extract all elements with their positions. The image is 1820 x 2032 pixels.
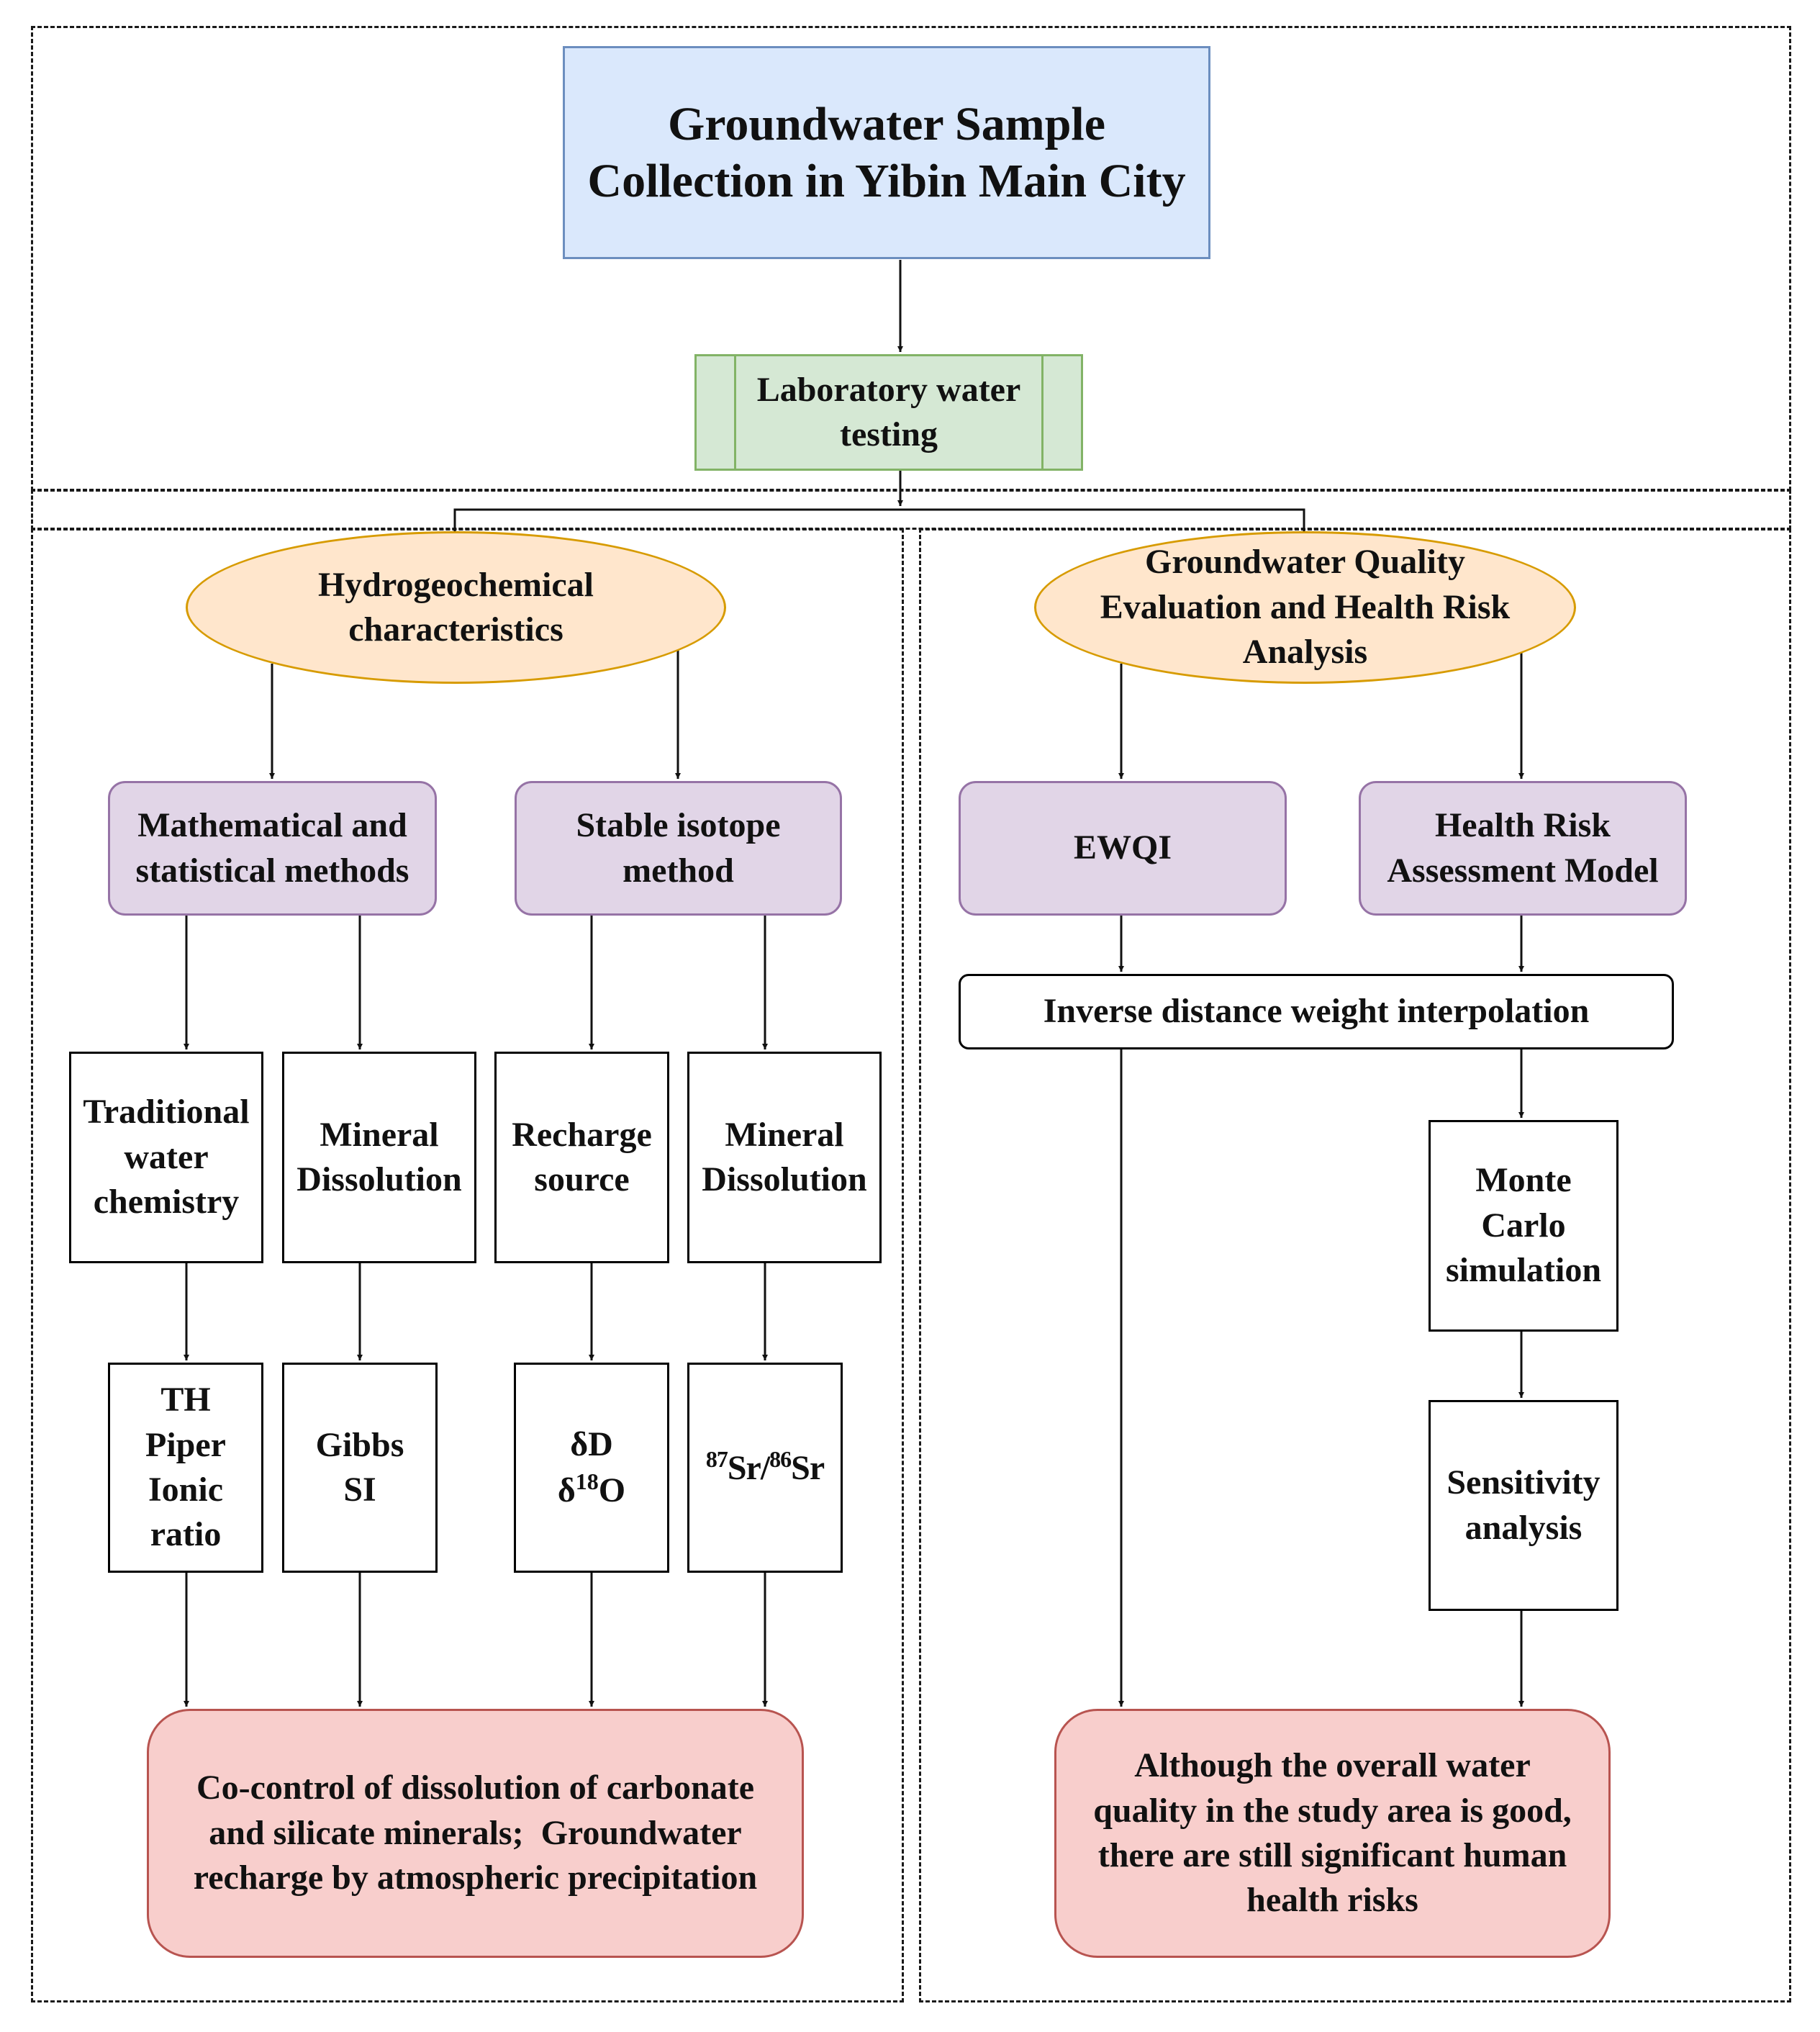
traditional-line-2: water (124, 1137, 209, 1176)
left-conclusion-line-3: recharge by atmospheric precipitation (193, 1859, 758, 1897)
delta-d-symbol: δ (570, 1424, 589, 1463)
health-model-line-1: Health Risk (1434, 806, 1611, 845)
sr-superscript-2: 86 (769, 1445, 792, 1472)
strontium-ratio-node: 87Sr/86Sr (687, 1363, 843, 1573)
traditional-line-1: Traditional (83, 1093, 250, 1132)
quality-line-2: Evaluation and Health Risk (1100, 587, 1511, 626)
sample-collection-line-2: Collection in Yibin Main City (587, 155, 1186, 207)
strontium-line: 87Sr/86Sr (705, 1445, 825, 1491)
recharge-line-2: source (534, 1160, 630, 1198)
math-stat-node: Mathematical and statistical methods (108, 781, 437, 916)
sample-collection-node: Groundwater Sample Collection in Yibin M… (563, 46, 1210, 259)
mineral2-line-1: Mineral (725, 1115, 844, 1154)
delta-d-line: δD (558, 1422, 625, 1467)
math-stat-line-1: Mathematical and (137, 806, 407, 845)
stable-isotope-node: Stable isotope method (515, 781, 842, 916)
isotope-line-2: method (622, 851, 734, 890)
hydro-line-2: characteristics (348, 610, 563, 649)
th-line-4: ratio (150, 1515, 222, 1554)
right-conclusion-line-2: quality in the study area is good, (1093, 1791, 1572, 1830)
recharge-line-1: Recharge (512, 1115, 652, 1154)
quality-line-1: Groundwater Quality (1145, 543, 1465, 582)
left-conclusion-line-2: and silicate minerals; Groundwater (209, 1813, 742, 1852)
middle-band-frame (31, 489, 1791, 530)
sensitivity-line-1: Sensitivity (1447, 1463, 1601, 1502)
left-conclusion-line-1: Co-control of dissolution of carbonate (196, 1769, 755, 1807)
health-risk-model-node: Health Risk Assessment Model (1359, 781, 1687, 916)
th-piper-node: TH Piper Ionic ratio (108, 1363, 263, 1573)
isotope-line-1: Stable isotope (576, 806, 781, 845)
th-line-2: Piper (145, 1425, 226, 1464)
gibbs-line-1: Gibbs (315, 1425, 404, 1464)
quality-line-3: Analysis (1242, 633, 1368, 672)
ewqi-node: EWQI (959, 781, 1287, 916)
quality-evaluation-node: Groundwater Quality Evaluation and Healt… (1034, 531, 1576, 684)
mineral-dissolution-node-2: Mineral Dissolution (687, 1052, 882, 1263)
traditional-chemistry-node: Traditional water chemistry (69, 1052, 263, 1263)
sensitivity-analysis-node: Sensitivity analysis (1429, 1400, 1618, 1611)
monte-line-1: Monte (1475, 1161, 1572, 1200)
idw-interpolation-node: Inverse distance weight interpolation (959, 974, 1674, 1049)
sr-text-1: Sr/ (727, 1448, 770, 1487)
sr-text-2: Sr (791, 1448, 825, 1487)
hydrogeochemical-node: Hydrogeochemical characteristics (186, 531, 726, 684)
left-section-frame (31, 528, 904, 2002)
math-stat-line-2: statistical methods (135, 851, 409, 890)
th-line-3: Ionic (148, 1471, 223, 1509)
lab-testing-node: Laboratory water testing (694, 354, 1083, 471)
th-line-1: TH (160, 1381, 211, 1419)
recharge-source-node: Recharge source (494, 1052, 669, 1263)
idw-label: Inverse distance weight interpolation (1043, 992, 1590, 1031)
right-conclusion-node: Although the overall water quality in th… (1054, 1709, 1611, 1958)
mineral1-line-2: Dissolution (296, 1160, 462, 1198)
delta-d-text: D (588, 1424, 613, 1463)
right-conclusion-line-3: there are still significant human (1097, 1836, 1567, 1874)
traditional-line-3: chemistry (93, 1183, 240, 1222)
sample-collection-line-1: Groundwater Sample (667, 97, 1106, 150)
delta-o-superscript: 18 (575, 1468, 599, 1494)
delta-isotope-node: δD δ18O (514, 1363, 669, 1573)
lab-testing-line-2: testing (840, 415, 938, 453)
sr-superscript-1: 87 (705, 1445, 728, 1472)
split-connector (453, 508, 1305, 529)
right-conclusion-line-1: Although the overall water (1134, 1746, 1531, 1785)
monte-line-2: Carlo (1481, 1206, 1566, 1245)
sensitivity-line-2: analysis (1464, 1508, 1583, 1547)
gibbs-line-2: SI (343, 1471, 376, 1509)
ewqi-label: EWQI (1073, 828, 1172, 867)
left-conclusion-node: Co-control of dissolution of carbonate a… (147, 1709, 804, 1958)
mineral-dissolution-node-1: Mineral Dissolution (282, 1052, 476, 1263)
health-model-line-2: Assessment Model (1387, 851, 1659, 890)
lab-testing-line-1: Laboratory water (756, 370, 1021, 409)
delta-o-symbol: δ (557, 1471, 576, 1509)
monte-carlo-node: Monte Carlo simulation (1429, 1120, 1618, 1332)
mineral1-line-1: Mineral (320, 1115, 439, 1154)
delta-o-text: O (598, 1471, 626, 1509)
gibbs-si-node: Gibbs SI (282, 1363, 438, 1573)
mineral2-line-2: Dissolution (702, 1160, 867, 1198)
hydro-line-1: Hydrogeochemical (317, 565, 594, 604)
monte-line-3: simulation (1445, 1251, 1602, 1290)
right-section-frame (919, 528, 1791, 2002)
right-conclusion-line-4: health risks (1246, 1881, 1418, 1920)
delta-o-line: δ18O (558, 1467, 625, 1513)
